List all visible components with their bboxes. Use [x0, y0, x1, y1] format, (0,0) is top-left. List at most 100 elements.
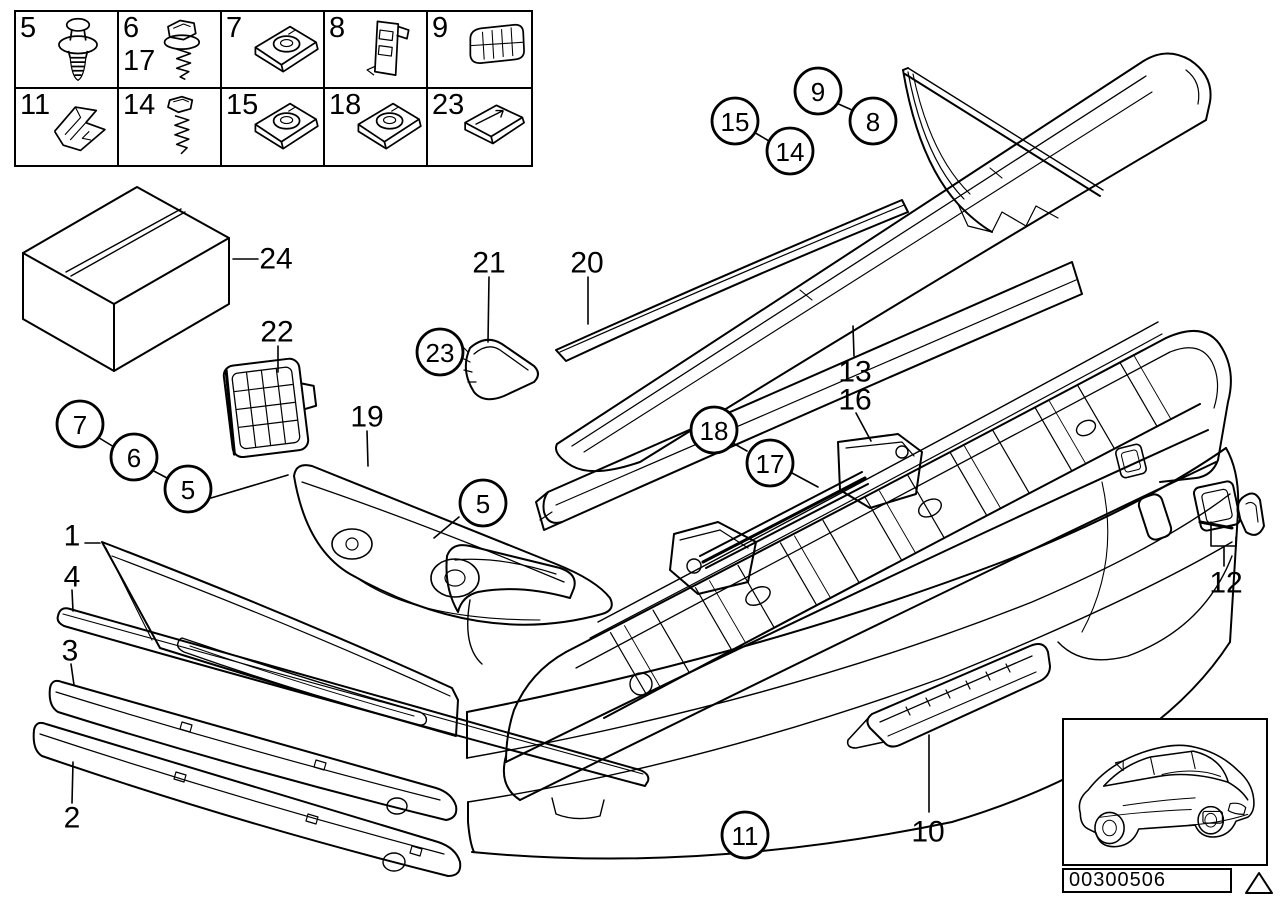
part-number-label: 14: [123, 88, 156, 121]
part-end-hook: [445, 544, 576, 665]
hardware-cell-18: 18: [325, 88, 428, 165]
clip-nut-icon: [348, 93, 426, 161]
push-rivet-icon: [39, 16, 117, 84]
callout-label-2[interactable]: 2: [64, 802, 81, 835]
part-number-labels: 8: [329, 12, 345, 45]
callout-label-20[interactable]: 20: [570, 247, 603, 280]
doc-number: 00300506: [1069, 869, 1166, 891]
part-number-labels: 11: [20, 89, 50, 122]
callout-label-24[interactable]: 24: [259, 243, 292, 276]
part-number-labels: 9: [432, 12, 448, 45]
callout-label-16[interactable]: 16: [838, 384, 871, 417]
part-trim-2: [32, 721, 462, 877]
part-number-label: 18: [329, 88, 362, 121]
part-number-label: 23: [432, 88, 465, 121]
callout-label-21[interactable]: 21: [472, 247, 505, 280]
svg-text:18: 18: [700, 416, 729, 446]
hardware-cell-23: 23: [428, 89, 531, 166]
callout-balloon-17[interactable]: 17: [745, 438, 795, 488]
svg-text:5: 5: [181, 475, 195, 505]
callout-balloon-9[interactable]: 9: [793, 66, 843, 116]
hardware-cell-7: 7: [222, 12, 325, 89]
part-corner-sail: [902, 67, 1104, 233]
part-number-label: 8: [329, 12, 346, 44]
part-number-label: 11: [20, 88, 51, 121]
hardware-cell-15: 15: [222, 88, 325, 165]
part-box-24: [22, 186, 230, 372]
vehicle-inset: [1062, 718, 1268, 866]
callout-balloon-18[interactable]: 18: [689, 405, 739, 455]
part-number-label: 6: [123, 12, 140, 44]
part-number-labels: 18: [329, 89, 361, 122]
callout-balloon-11[interactable]: 11: [720, 810, 770, 860]
part-number-labels: 7: [226, 12, 242, 45]
part-bracket-19: [293, 464, 613, 626]
part-trim-4: [56, 607, 650, 787]
flat-clip-icon: [453, 93, 531, 161]
svg-text:17: 17: [756, 449, 785, 479]
hardware-cell-5: 5: [16, 12, 119, 89]
callout-balloon-23[interactable]: 23: [415, 327, 465, 377]
spring-clip-icon: [39, 93, 117, 161]
part-cross-brace-16: [669, 433, 923, 595]
part-number-label: 15: [226, 88, 259, 121]
hex-screw-icon: [142, 93, 220, 161]
doc-number-box: 00300506: [1062, 868, 1232, 893]
hardware-cell-11: 11: [16, 88, 119, 165]
part-number-labels: 14: [123, 89, 155, 122]
part-bracket-10: [846, 643, 1051, 749]
part-bracket-21: [461, 338, 539, 401]
callout-label-19[interactable]: 19: [350, 401, 383, 434]
part-strip-20: [555, 199, 909, 362]
end-cap-icon: [453, 16, 531, 84]
svg-text:5: 5: [476, 489, 490, 519]
part-sill-trim: [535, 261, 1083, 531]
part-number-label: 5: [20, 12, 37, 44]
hardware-cell-8: 8: [325, 12, 428, 89]
clip-nut-icon: [245, 16, 323, 84]
svg-text:11: 11: [732, 821, 759, 851]
svg-text:8: 8: [866, 107, 880, 137]
callout-balloon-5[interactable]: 5: [458, 478, 508, 528]
svg-text:6: 6: [127, 443, 141, 473]
callout-label-12[interactable]: 12: [1209, 567, 1242, 600]
callout-balloon-14[interactable]: 14: [765, 126, 815, 176]
part-trunk-sill: [589, 321, 1163, 639]
svg-text:15: 15: [721, 107, 750, 137]
callout-label-1[interactable]: 1: [64, 520, 81, 553]
svg-text:9: 9: [811, 77, 825, 107]
screw-washer-icon: [142, 16, 220, 84]
sedan-rear-three-quarter-icon: [1078, 744, 1255, 848]
callout-label-10[interactable]: 10: [911, 816, 944, 849]
svg-text:23: 23: [426, 338, 455, 368]
part-spoiler-blade-13: [555, 52, 1212, 473]
callout-balloon-15[interactable]: 15: [710, 96, 760, 146]
warning-triangle-icon: [1245, 872, 1273, 894]
callout-balloon-7[interactable]: 7: [55, 399, 105, 449]
svg-text:14: 14: [776, 137, 805, 167]
svg-text:7: 7: [73, 410, 87, 440]
part-grille-22: [222, 357, 318, 459]
part-number-label: 9: [432, 12, 449, 44]
callout-label-22[interactable]: 22: [260, 316, 293, 349]
hardware-cell-9: 9: [428, 12, 531, 89]
callout-label-4[interactable]: 4: [64, 561, 81, 594]
callout-balloon-5[interactable]: 5: [163, 464, 213, 514]
clip-nut-icon: [245, 93, 323, 161]
part-grommet-12: [1192, 480, 1265, 536]
clip-bracket-icon: [348, 16, 426, 84]
callout-label-3[interactable]: 3: [62, 635, 79, 668]
part-number-labels: 23: [432, 89, 464, 122]
callout-label-13[interactable]: 13: [838, 356, 871, 389]
part-trim-3: [48, 679, 458, 821]
part-number-labels: 5: [20, 12, 36, 45]
callout-balloon-6[interactable]: 6: [109, 432, 159, 482]
callout-balloon-8[interactable]: 8: [848, 96, 898, 146]
